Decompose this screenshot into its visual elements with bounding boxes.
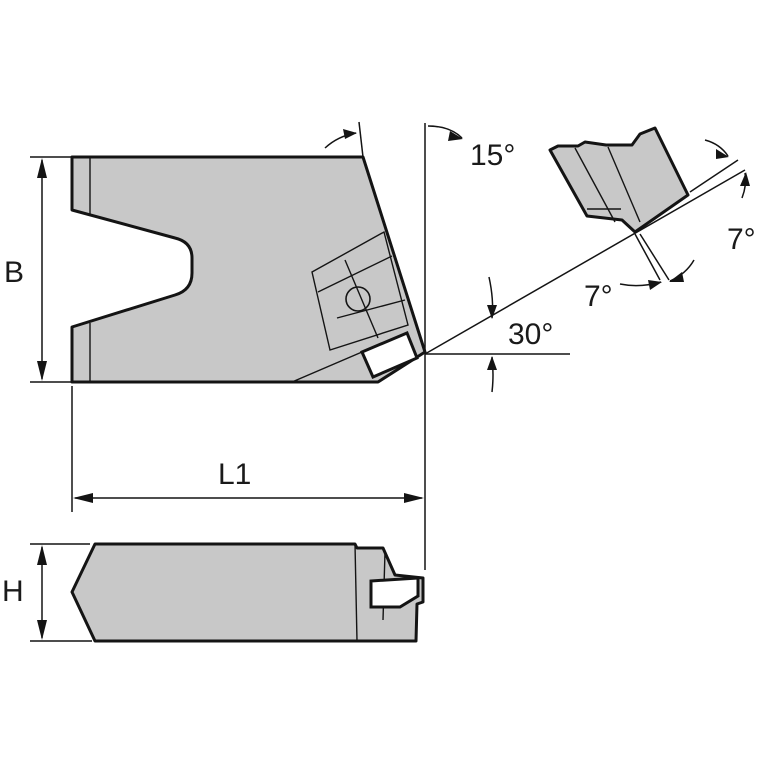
clamp-line-1 (317, 255, 393, 293)
b-arrow-bottom-icon (37, 361, 47, 381)
label-30-degree: 30° (508, 318, 553, 351)
side-step-line (354, 543, 358, 642)
cutting-insert (360, 331, 419, 379)
approach-line (424, 169, 746, 355)
label-h: H (2, 575, 24, 608)
clamp-line-3 (344, 259, 379, 339)
angle-15-arc-right (427, 125, 463, 139)
side-insert (369, 576, 420, 609)
label-15-degree: 15° (470, 139, 515, 172)
clamp-screw-icon (345, 286, 371, 312)
l1-arrow-left-icon (73, 493, 93, 503)
top-view (70, 155, 427, 384)
label-7-degree-right: 7° (727, 223, 756, 256)
side-view (70, 542, 425, 643)
detail-view (548, 126, 690, 234)
holder-body-top (70, 155, 427, 384)
h-arrow-bottom-icon (37, 620, 47, 640)
b-arrow-top-icon (37, 158, 47, 178)
labels: B L1 H 15° 30° 7° 7° (2, 139, 756, 608)
dimension-lines (30, 121, 750, 642)
detail-line-2 (607, 146, 641, 223)
holder-body-side (70, 542, 425, 643)
label-l1: L1 (218, 458, 251, 491)
detail-body (548, 126, 690, 234)
h-arrow-top-icon (37, 545, 47, 565)
label-7-degree-bottom: 7° (584, 280, 613, 313)
clamp-line-2 (336, 299, 406, 319)
l1-arrow-right-icon (404, 493, 424, 503)
clamp-block (311, 230, 409, 351)
label-b: B (4, 256, 24, 289)
body-shadow-line (291, 351, 363, 383)
